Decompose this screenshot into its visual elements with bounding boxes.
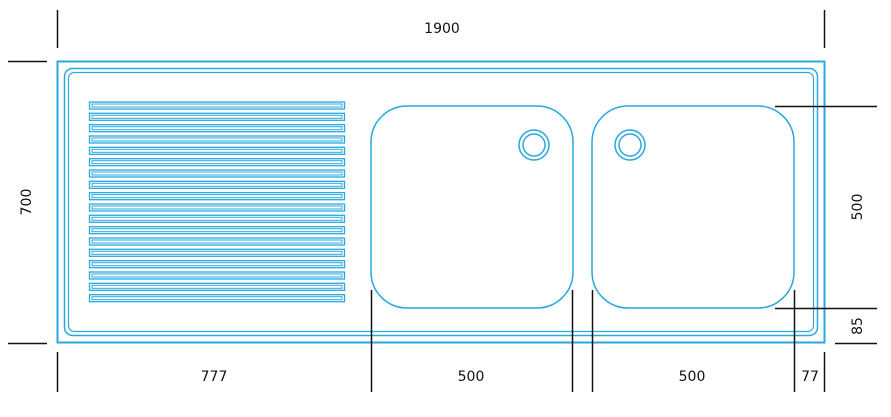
dim-drainer-width: 777 [201,369,228,385]
drainer-grooves [88,101,346,303]
drain-right-icon [614,129,646,161]
bowl-right [591,105,795,309]
drainer-groove [88,158,346,167]
dim-front-margin: 85 [850,317,866,335]
drainer-groove [88,294,346,303]
drainer-groove [88,260,346,269]
drainer-groove-inner [91,103,343,108]
drainer-groove [88,203,346,212]
sink-rim-outer [63,67,819,337]
drain-left-icon [518,129,550,161]
drainer-groove [88,135,346,144]
drainer-groove-inner [91,160,343,165]
dim-bowl-depth: 500 [850,194,866,221]
drain-right-inner [618,133,642,157]
drainer-groove-inner [91,273,343,278]
drainer-groove [88,169,346,178]
dim-total-width: 1900 [424,21,460,37]
dim-bowl-left-width: 500 [458,369,485,385]
drainer-groove [88,146,346,155]
sink-top-edge [56,60,826,344]
drainer-groove-inner [91,182,343,187]
drainer-groove [88,180,346,189]
sink-rim-inner [67,71,815,333]
drainer-groove-inner [91,171,343,176]
drainer-groove [88,248,346,257]
dim-right-margin: 77 [801,369,819,385]
drainer-groove [88,192,346,201]
drain-left-inner [522,133,546,157]
drainer-groove [88,214,346,223]
dim-total-depth: 700 [19,189,35,216]
drainer-groove-inner [91,205,343,210]
drainer-groove-inner [91,148,343,153]
drainer-groove [88,112,346,121]
drainer-groove [88,101,346,110]
drainer-groove-inner [91,114,343,119]
dimension-lines [8,10,877,392]
drainer-groove-inner [91,216,343,221]
drainer-groove [88,124,346,133]
bowl-left [370,105,574,309]
drainer-groove-inner [91,126,343,131]
drainer-groove-inner [91,262,343,267]
sink-outline [56,60,826,344]
drainer-groove-inner [91,137,343,142]
drainer-groove-inner [91,239,343,244]
drainer-groove-inner [91,284,343,289]
drainer-groove [88,282,346,291]
dim-bowl-right-width: 500 [679,369,706,385]
drainer-groove-inner [91,250,343,255]
drainer-groove-inner [91,194,343,199]
drainer-groove [88,271,346,280]
drainer-groove-inner [91,296,343,301]
drainer-groove-inner [91,228,343,233]
drainer-groove [88,226,346,235]
drainer-groove [88,237,346,246]
